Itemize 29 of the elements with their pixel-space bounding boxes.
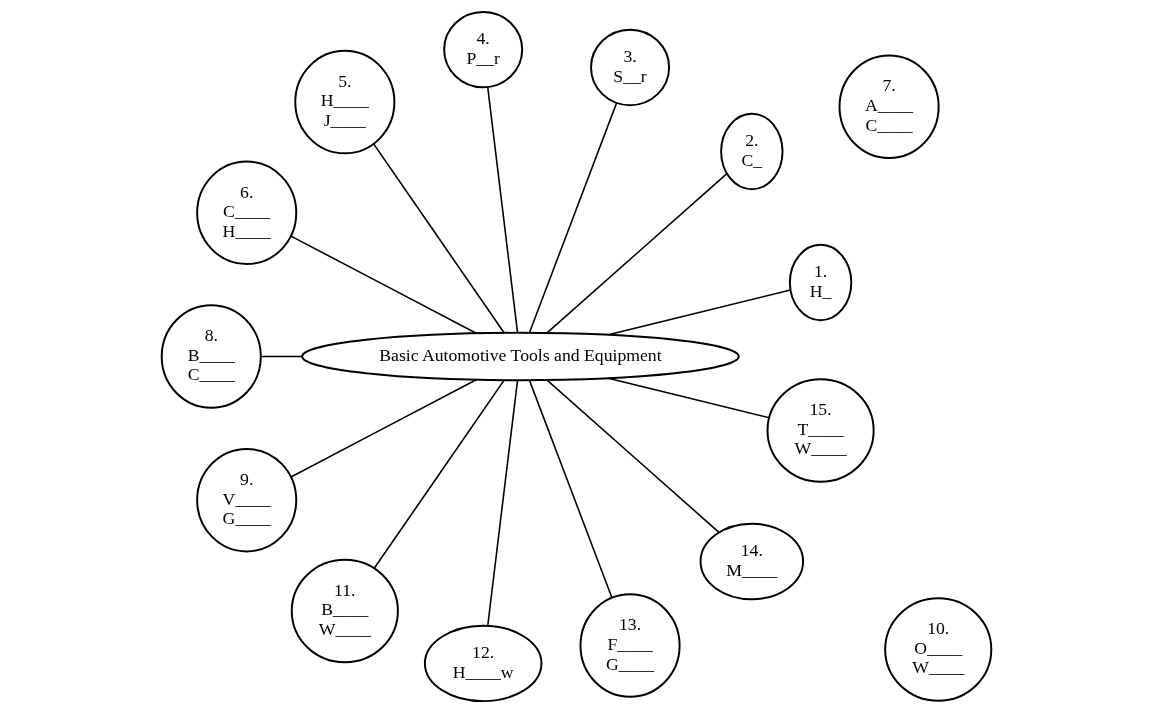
- node-ellipse: Basic Automotive Tools and Equipment: [300, 331, 740, 382]
- node-ellipse: 1. H_: [788, 243, 852, 322]
- connector: [528, 102, 617, 334]
- node-ellipse: 14. M____: [699, 522, 804, 601]
- connector: [545, 173, 727, 334]
- node-circle: 7. A____ C____: [838, 54, 940, 160]
- node-circle: 11. B____ W____: [290, 558, 399, 664]
- connector: [289, 378, 477, 478]
- node-circle: 15. T____ W____: [766, 378, 875, 483]
- connector: [545, 379, 719, 533]
- connector: [486, 86, 518, 334]
- connector: [373, 379, 505, 569]
- node-circle: 13. F____ G____: [579, 593, 681, 698]
- connector: [259, 355, 303, 358]
- connector: [606, 289, 791, 336]
- connector: [606, 377, 770, 419]
- node-ellipse: 2. C_: [719, 112, 783, 191]
- connector: [372, 143, 505, 334]
- node-circle: 9. V____ G____: [195, 447, 297, 553]
- connector: [528, 379, 613, 599]
- connector: [486, 379, 518, 627]
- connector: [289, 235, 477, 335]
- node-ellipse: 12. H____w: [423, 624, 542, 703]
- node-circle: 6. C____ H____: [195, 160, 297, 266]
- node-circle: 4. P__r: [442, 10, 523, 89]
- node-circle: 5. H____ J____: [293, 49, 395, 155]
- node-circle: 10. O____ W____: [883, 597, 992, 702]
- node-circle: 3. S__r: [589, 28, 670, 107]
- node-circle: 8. B____ C____: [160, 304, 262, 409]
